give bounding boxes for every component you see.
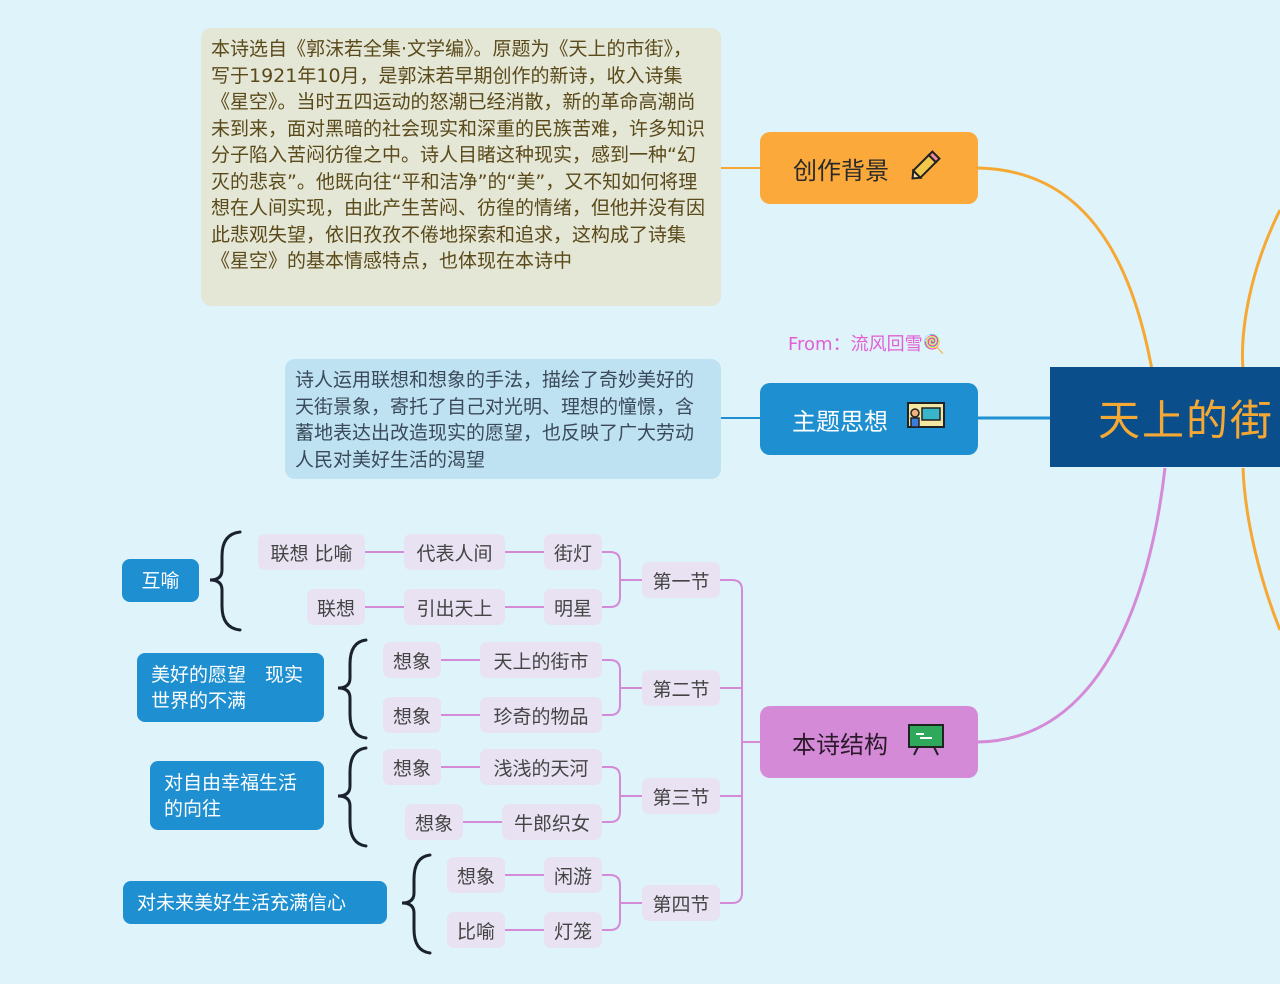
section-1-item-2[interactable]: 明星 (544, 589, 602, 625)
connector-background-outer2 (1241, 467, 1280, 631)
theme-note: 诗人运用联想和想象的手法，描绘了奇妙美好的天街景象，寄托了自己对光明、理想的憧憬… (285, 359, 721, 479)
branch-structure[interactable]: 本诗结构 (760, 706, 978, 778)
section-2-node[interactable]: 第二节 (642, 670, 720, 706)
section-1-summary[interactable]: 互喻 (122, 559, 199, 602)
section-4-label: 第四节 (652, 893, 710, 916)
section-3-method-2[interactable]: 想象 (405, 804, 463, 840)
credit-text: From：流风回雪🍭 (788, 334, 946, 355)
section-3-method-1[interactable]: 想象 (383, 749, 441, 785)
section-4-node[interactable]: 第四节 (642, 885, 720, 921)
section-2-summary[interactable]: 美好的愿望 现实世界的不满 (137, 653, 324, 722)
brace-section-4 (401, 853, 432, 955)
section-2-method-2[interactable]: 想象 (383, 697, 441, 733)
section-3-item-2[interactable]: 牛郎织女 (502, 804, 602, 840)
section-4-method-2[interactable]: 比喻 (447, 912, 505, 948)
section-2-item-2[interactable]: 珍奇的物品 (480, 697, 602, 733)
central-topic-label: 天上的街 (1098, 395, 1275, 445)
section-2-label: 第二节 (652, 678, 710, 701)
section-2-method-1[interactable]: 想象 (383, 642, 441, 678)
section-2-item-1[interactable]: 天上的街市 (480, 642, 602, 678)
section-1-method-1[interactable]: 联想 比喻 (258, 534, 365, 570)
section-3-item-1[interactable]: 浅浅的天河 (480, 749, 602, 785)
branch-background[interactable]: 创作背景 (760, 132, 978, 204)
branch-theme-label: 主题思想 (792, 407, 888, 436)
section-4-summary[interactable]: 对未来美好生活充满信心 (123, 881, 387, 924)
background-note: 本诗选自《郭沫若全集·文学编》。原题为《天上的市街》，写于1921年10月，是郭… (201, 28, 721, 306)
brace-section-3 (337, 746, 368, 848)
pencil-icon (907, 146, 945, 190)
section-1-method-2[interactable]: 联想 (307, 589, 365, 625)
section-1-mid-1[interactable]: 代表人间 (404, 534, 505, 570)
section-3-node[interactable]: 第三节 (642, 778, 720, 814)
section-3-summary[interactable]: 对自由幸福生活的向往 (150, 761, 324, 830)
section-4-method-1[interactable]: 想象 (447, 857, 505, 893)
branch-structure-label: 本诗结构 (792, 730, 888, 759)
connector-structure (977, 467, 1167, 744)
section-1-label: 第一节 (652, 570, 710, 593)
section-1-mid-2[interactable]: 引出天上 (404, 589, 505, 625)
section-3-label: 第三节 (652, 786, 710, 809)
brace-section-2 (337, 638, 368, 740)
branch-theme[interactable]: 主题思想 (760, 383, 978, 455)
connector-background-outer (1241, 209, 1280, 371)
section-4-item-2[interactable]: 灯笼 (544, 912, 602, 948)
brace-section-1 (209, 530, 242, 632)
chalkboard-icon (906, 722, 946, 762)
section-1-node[interactable]: 第一节 (642, 562, 720, 598)
section-4-item-1[interactable]: 闲游 (544, 857, 602, 893)
connector-background (977, 166, 1154, 371)
presentation-board-icon (906, 400, 946, 438)
central-topic[interactable]: 天上的街 (1050, 367, 1280, 467)
branch-background-label: 创作背景 (793, 156, 889, 185)
section-1-item-1[interactable]: 街灯 (544, 534, 602, 570)
